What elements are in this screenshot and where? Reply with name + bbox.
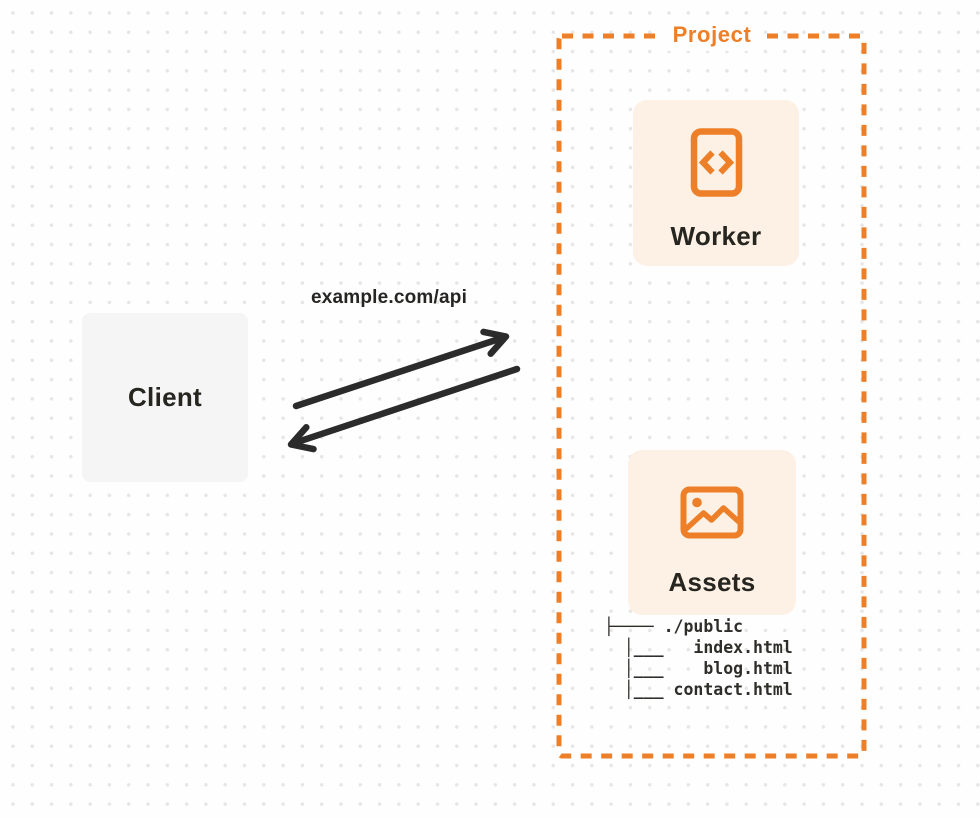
request-url-label: example.com/api: [310, 287, 468, 308]
project-label: Project: [663, 19, 761, 51]
worker-label: Worker: [670, 221, 762, 251]
request-arrowhead: [480, 328, 510, 357]
code-icon: [690, 128, 743, 197]
request-arrow: [292, 328, 510, 410]
client-card: Client: [82, 313, 248, 482]
assets-file-tree: ├──── ./public │___ index.html │___ blog…: [604, 617, 793, 699]
assets-card: Assets: [628, 450, 796, 615]
response-arrowhead: [287, 424, 317, 453]
assets-label: Assets: [668, 567, 756, 597]
worker-card: Worker: [633, 100, 799, 266]
response-arrow: [287, 365, 521, 453]
client-label: Client: [127, 382, 203, 412]
image-icon: [680, 486, 744, 539]
